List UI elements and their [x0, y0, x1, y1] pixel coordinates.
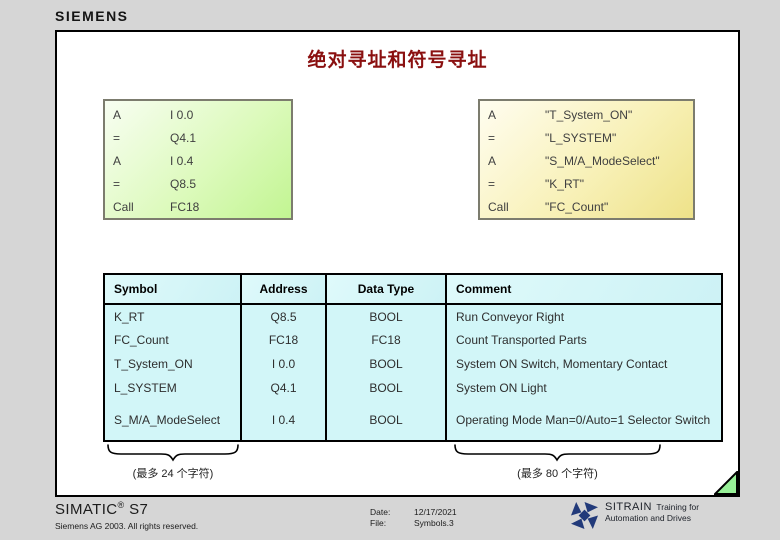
symbolic-address-box: A "T_System_ON" = "L_SYSTEM" A "S_M/A_Mo… — [478, 99, 695, 220]
table-header-row: Symbol Address Data Type Comment — [103, 274, 722, 305]
instruction-operand: Q4.1 — [170, 130, 197, 145]
code-row: = "K_RT" — [480, 172, 693, 195]
siemens-logo: SIEMENS — [55, 8, 129, 24]
column-header-address: Address — [240, 274, 326, 305]
file-row: File: Symbols.3 — [370, 518, 457, 529]
instruction-operator: A — [488, 153, 497, 168]
comment-length-note: (最多 80 个字符) — [517, 468, 598, 480]
registered-mark: ® — [117, 500, 125, 510]
instruction-operand: "S_M/A_ModeSelect" — [545, 153, 660, 168]
sitrain-text: SITRAIN Training for Automation and Driv… — [605, 500, 699, 523]
symbol-table: Symbol Address Data Type Comment K_RT Q8… — [103, 273, 723, 442]
cell-symbol: L_SYSTEM — [103, 376, 241, 400]
sitrain-logo-icon — [571, 502, 598, 529]
instruction-operator: Call — [488, 199, 509, 214]
code-row: A "T_System_ON" — [480, 103, 693, 126]
footer-sitrain-block: SITRAIN Training for Automation and Driv… — [571, 500, 699, 529]
cell-comment: Run Conveyor Right — [445, 304, 722, 328]
table-row: K_RT Q8.5 BOOL Run Conveyor Right — [103, 304, 722, 328]
table-row: S_M/A_ModeSelect I 0.4 BOOL Operating Mo… — [103, 400, 722, 441]
instruction-operand: "L_SYSTEM" — [545, 130, 617, 145]
code-row: = Q4.1 — [105, 126, 291, 149]
column-header-datatype: Data Type — [325, 274, 446, 305]
footer-file-info: Date: 12/17/2021 File: Symbols.3 — [370, 507, 457, 529]
cell-comment: Count Transported Parts — [445, 328, 722, 352]
absolute-address-box: A I 0.0 = Q4.1 A I 0.4 = Q8.5 Call FC18 — [103, 99, 293, 220]
code-row: A "S_M/A_ModeSelect" — [480, 149, 693, 172]
product-suffix: S7 — [124, 501, 149, 518]
instruction-operand: "K_RT" — [545, 176, 584, 191]
code-row: = "L_SYSTEM" — [480, 126, 693, 149]
instruction-operand: "FC_Count" — [545, 199, 609, 214]
instruction-operator: Call — [113, 199, 134, 214]
cell-datatype: BOOL — [325, 352, 446, 376]
code-row: A I 0.0 — [105, 103, 291, 126]
product-title: SIMATIC® S7 — [55, 500, 198, 518]
instruction-operator: = — [113, 130, 121, 145]
instruction-operator: A — [488, 107, 497, 122]
cell-comment: System ON Light — [445, 376, 722, 400]
instruction-operand: I 0.0 — [170, 107, 194, 122]
underbrace-symbol-column — [106, 444, 240, 462]
corner-triangle-decoration — [714, 471, 738, 495]
date-row: Date: 12/17/2021 — [370, 507, 457, 518]
sitrain-tagline-1: Training for — [656, 502, 700, 512]
date-value: 12/17/2021 — [414, 507, 457, 517]
cell-address: Q8.5 — [240, 304, 326, 328]
instruction-operand: Q8.5 — [170, 176, 197, 191]
code-row: A I 0.4 — [105, 149, 291, 172]
symbol-length-note: (最多 24 个字符) — [132, 468, 214, 480]
sitrain-tagline-2: Automation and Drives — [605, 513, 691, 523]
product-name: SIMATIC — [55, 501, 118, 518]
file-value: Symbols.3 — [414, 518, 454, 528]
cell-comment: Operating Mode Man=0/Auto=1 Selector Swi… — [445, 400, 722, 441]
cell-symbol: FC_Count — [103, 328, 241, 352]
table-row: FC_Count FC18 FC18 Count Transported Par… — [103, 328, 722, 352]
instruction-operator: = — [113, 176, 121, 191]
code-row: Call FC18 — [105, 195, 291, 218]
cell-address: I 0.4 — [240, 400, 326, 441]
instruction-operator: = — [488, 130, 496, 145]
code-row: Call "FC_Count" — [480, 195, 693, 218]
cell-address: Q4.1 — [240, 376, 326, 400]
cell-symbol: S_M/A_ModeSelect — [103, 400, 241, 441]
slide-title: 绝对寻址和符号寻址 — [307, 50, 488, 71]
sitrain-name: SITRAIN — [605, 501, 652, 513]
cell-datatype: FC18 — [325, 328, 446, 352]
date-label: Date: — [370, 507, 391, 517]
cell-address: FC18 — [240, 328, 326, 352]
instruction-operand: I 0.4 — [170, 153, 194, 168]
instruction-operand: FC18 — [170, 199, 200, 214]
instruction-operator: = — [488, 176, 496, 191]
cell-datatype: BOOL — [325, 376, 446, 400]
symbol-table-wrap: Symbol Address Data Type Comment K_RT Q8… — [103, 273, 723, 442]
cell-symbol: T_System_ON — [103, 352, 241, 376]
footer-product-block: SIMATIC® S7 Siemens AG 2003. All rights … — [55, 500, 198, 531]
underbrace-comment-column — [453, 444, 662, 462]
cell-comment: System ON Switch, Momentary Contact — [445, 352, 722, 376]
code-row: = Q8.5 — [105, 172, 291, 195]
cell-datatype: BOOL — [325, 304, 446, 328]
column-header-comment: Comment — [445, 274, 722, 305]
table-row: T_System_ON I 0.0 BOOL System ON Switch,… — [103, 352, 722, 376]
instruction-operand: "T_System_ON" — [545, 107, 633, 122]
cell-address: I 0.0 — [240, 352, 326, 376]
file-label: File: — [370, 518, 387, 528]
table-row: L_SYSTEM Q4.1 BOOL System ON Light — [103, 376, 722, 400]
instruction-operator: A — [113, 107, 122, 122]
slide-frame: 绝对寻址和符号寻址 A I 0.0 = Q4.1 A I 0.4 = Q8.5 … — [55, 30, 740, 497]
cell-datatype: BOOL — [325, 400, 446, 441]
column-header-symbol: Symbol — [103, 274, 241, 305]
instruction-operator: A — [113, 153, 122, 168]
copyright-text: Siemens AG 2003. All rights reserved. — [55, 521, 199, 531]
cell-symbol: K_RT — [103, 304, 241, 328]
